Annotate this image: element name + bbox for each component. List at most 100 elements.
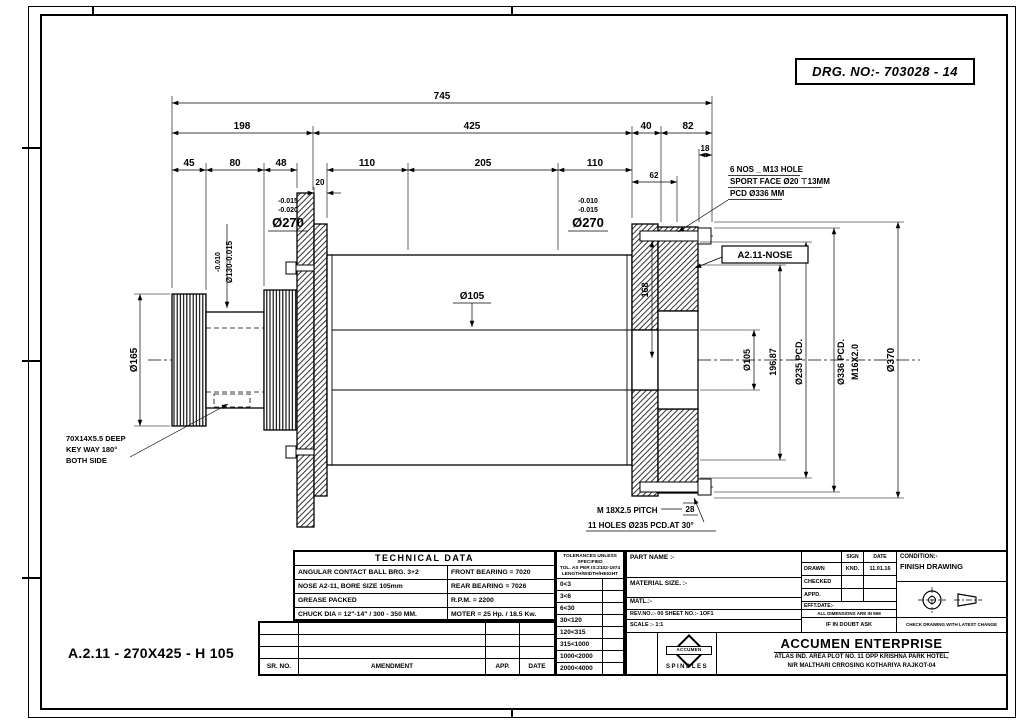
dimension-lines	[137, 100, 901, 498]
amendment-empty-row	[260, 647, 554, 659]
tech-row-motor: MOTER = 25 Hp. / 18.5 Kw.	[451, 611, 537, 618]
tech-row-grease: GREASE PACKED	[295, 594, 447, 608]
flange-plate	[313, 223, 328, 497]
dia270b: Ø270	[572, 215, 604, 230]
tolerance-range: 120<315	[557, 627, 603, 638]
doubt-note: IF IN DOUBT ASK	[802, 618, 897, 632]
checked-sign	[842, 576, 864, 589]
tolerance-row: 2000<4000	[557, 663, 623, 674]
dim-45: 45	[183, 158, 195, 169]
note-underlines	[268, 175, 822, 532]
dia270a-tol2: -0.020	[278, 207, 298, 214]
note-keyway-line3: BOTH SIDE	[66, 456, 107, 465]
checked-label: CHECKED	[802, 576, 842, 589]
nose-callout-box	[721, 245, 809, 264]
tolerance-range: 6<30	[557, 603, 603, 614]
dia130: Ø130-0.015	[225, 240, 234, 283]
dim-28: 28	[686, 505, 695, 514]
note-m13-line1: 6 NOS _ M13 HOLE	[730, 165, 804, 174]
tolerance-row: 315<1000	[557, 639, 623, 651]
drawn-label: DRAWN	[802, 563, 842, 576]
tech-row-chuck-dia: CHUCK DIA = 12"-14" / 300 - 350 MM.	[298, 611, 417, 618]
all-dimensions-note: ALL DIMENSIONS ARE IN MM	[802, 610, 897, 618]
fold-marks	[22, 6, 513, 718]
tech-row-nose-bore: NOSE A2-11, BORE SIZE 105mm	[295, 580, 447, 594]
dim-overall: 745	[434, 91, 451, 102]
logo-text: ACCUMEN	[666, 646, 712, 655]
technical-data-table: TECHNICAL DATA ANGULAR CONTACT BALL BRG.…	[293, 550, 556, 621]
amendment-date-header: DATE	[528, 663, 546, 670]
dim-40: 40	[640, 121, 652, 132]
drawn-date: 11.01.16	[864, 563, 897, 576]
dia165: Ø165	[129, 347, 140, 372]
mid-thread-section	[263, 289, 298, 431]
tech-row-rpm: R.P.M. = 2200	[448, 594, 554, 608]
mounting-flange	[296, 192, 315, 528]
tolerance-range: 3<6	[557, 591, 603, 602]
amendment-header: AMENDMENT	[299, 659, 486, 674]
drg-number-box: DRG. NO:- 703028 - 14	[795, 58, 975, 85]
technical-data-title: TECHNICAL DATA	[295, 552, 554, 566]
dia130-tol: -0.010	[215, 252, 222, 272]
checked-date	[864, 576, 897, 589]
nose-flange-lower	[657, 408, 699, 494]
amendment-empty-row	[260, 635, 554, 647]
note-pitch: M 18X2.5 PITCH	[597, 506, 658, 515]
dim-198: 198	[234, 121, 251, 132]
tolerance-row: 1000<2000	[557, 651, 623, 663]
tech-row-rear-bearing: REAR BEARING = 7026	[448, 580, 554, 594]
sheet-inner-border	[40, 14, 1008, 710]
stud-bolt	[639, 478, 712, 496]
appd-label: APPD.	[802, 589, 842, 602]
dim-48: 48	[275, 158, 287, 169]
matl-cell: MATL.:-	[627, 598, 802, 610]
dia270a: Ø270	[272, 215, 304, 230]
keyway	[213, 393, 251, 408]
part-code: A.2.11 - 270X425 - H 105	[68, 645, 234, 661]
dia105-right: Ø105	[742, 349, 752, 371]
tolerance-row: 3<6	[557, 591, 623, 603]
dim-82: 82	[682, 121, 694, 132]
appd-date	[864, 589, 897, 602]
leader-lines	[129, 199, 729, 523]
grease-fitting	[285, 261, 315, 275]
tolerance-header-line2: TOL. AS PER IS:2102-1974	[559, 566, 621, 571]
rev-sheet-cell: REV.NO.:- 00 SHEET NO.:- 1OF1	[627, 610, 802, 620]
tolerance-row: 30<120	[557, 615, 623, 627]
title-block: PART NAME :- MATERIAL SIZE. :- MATL.:- R…	[625, 550, 1008, 676]
appd-sign	[842, 589, 864, 602]
company-name: ACCUMEN ENTERPRISE	[774, 636, 949, 653]
condition-value: FINISH DRAWING	[900, 562, 963, 571]
left-thread-section	[171, 293, 207, 427]
extension-lines	[134, 96, 904, 499]
tolerance-row: 6<30	[557, 603, 623, 615]
condition-cell: CONDITION:- FINISH DRAWING	[897, 552, 1006, 582]
third-angle-projection-icon	[917, 586, 982, 613]
dia235-pcd: Ø235 PCD.	[794, 339, 804, 385]
dia270b-tol1: -0.010	[578, 198, 598, 205]
dim-m16: M16X2.0	[850, 344, 860, 380]
dia370: Ø370	[886, 347, 897, 372]
stud-bolt	[639, 227, 712, 245]
amendment-app-header: APP.	[486, 659, 520, 674]
rear-cap-bore	[631, 329, 659, 391]
tolerance-header: TOLERANCES UNLESS SPECIFIED TOL. AS PER …	[557, 552, 623, 579]
check-latest-note: CHECK DRAWING WITH LATEST CHANGE	[906, 622, 997, 627]
logo-subtext: SPINDLES	[665, 664, 708, 670]
housing-body	[326, 254, 633, 466]
note-keyway-line1: 70X14X5.5 DEEP	[66, 434, 126, 443]
note-m13-line2: SPORT FACE Ø20 ⊤13MM	[730, 177, 830, 186]
dim-20: 20	[316, 178, 325, 187]
dia105-bore: Ø105	[460, 291, 485, 302]
nose-bore	[657, 310, 699, 410]
tech-row-front-bearing: FRONT BEARING = 7020	[448, 566, 554, 580]
drg-number: DRG. NO:- 703028 - 14	[812, 64, 958, 79]
tolerance-header-line1: TOLERANCES UNLESS SPECIFIED	[563, 554, 617, 565]
tolerance-range: 1000<2000	[557, 651, 603, 662]
company-address-line2: N/R MALTHARI CRROSING KOTHARIYA RAJKOT-0…	[787, 662, 936, 669]
condition-label: CONDITION:-	[900, 554, 938, 560]
tolerance-range: 2000<4000	[557, 663, 603, 674]
company-address-line1: ATLAS IND. AREA PLOT NO. 11 OPP KRISHNA …	[774, 654, 949, 660]
tolerance-row: 120<315	[557, 627, 623, 639]
company-name-block: ACCUMEN ENTERPRISE ATLAS IND. AREA PLOT …	[717, 633, 1006, 674]
